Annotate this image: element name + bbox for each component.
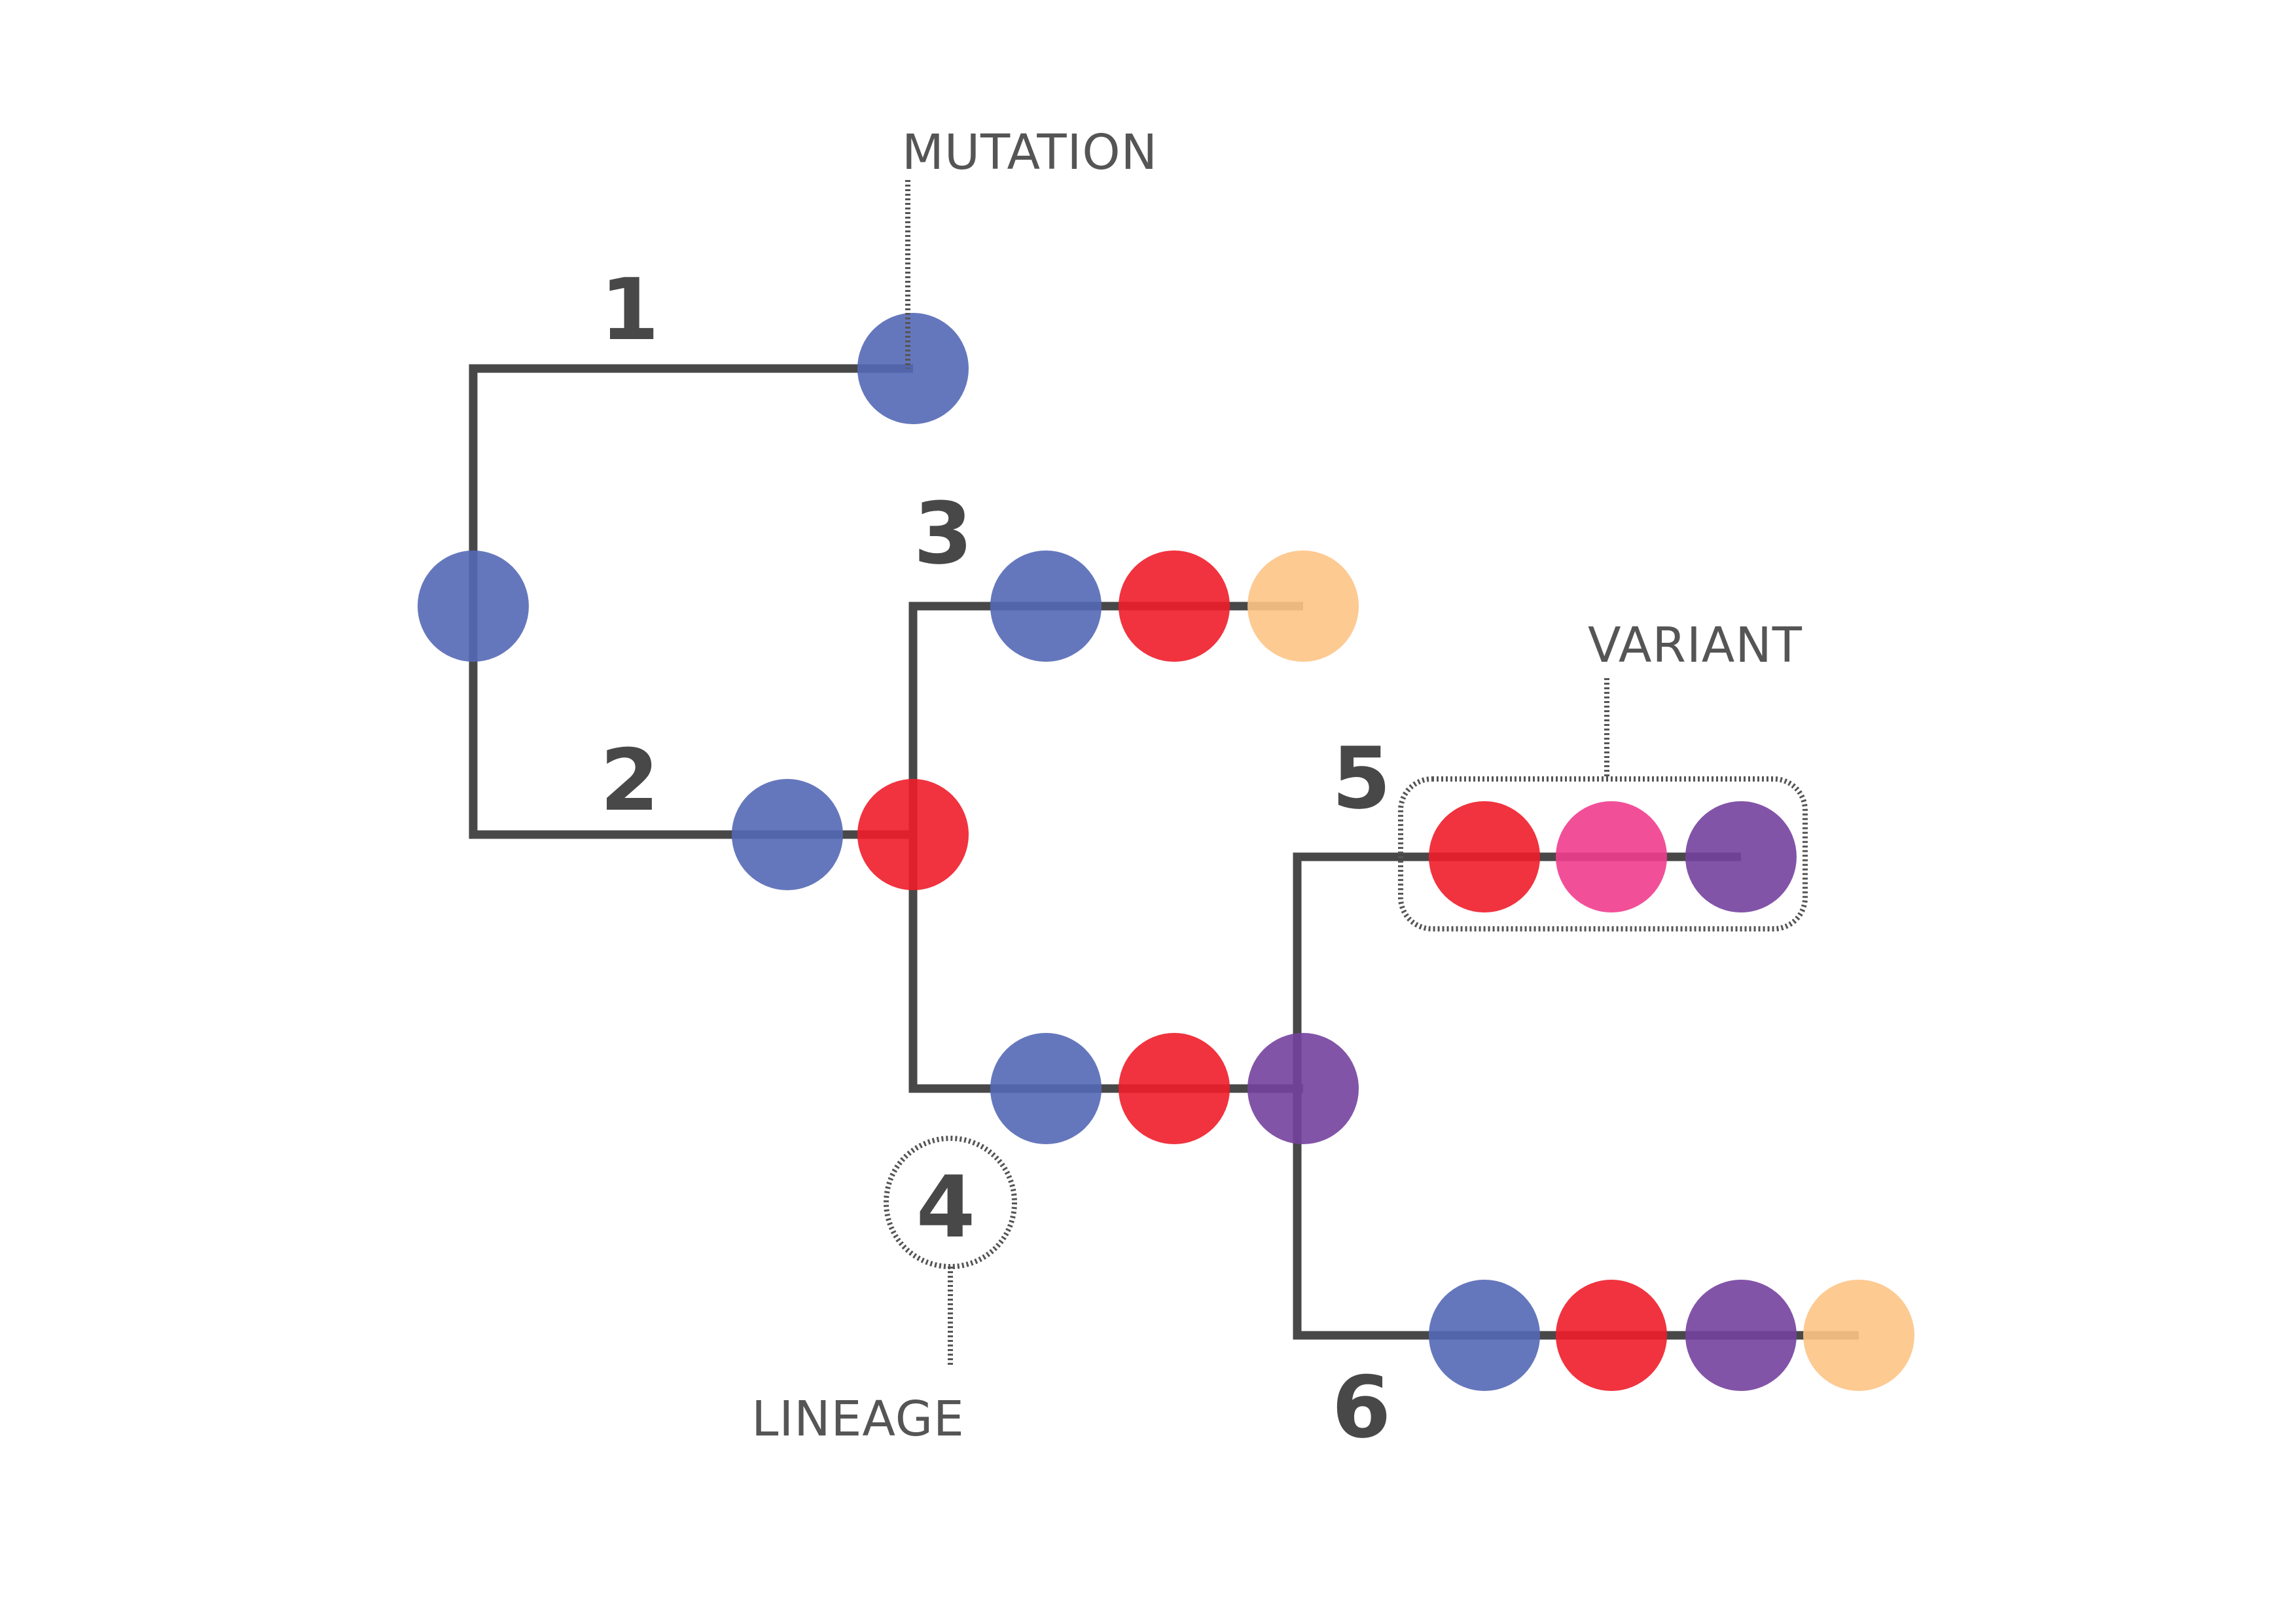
lineage-ring: [884, 1136, 1017, 1269]
node-group-branch4: [990, 1033, 1359, 1144]
node-group-branch5: [1429, 801, 1797, 912]
branch3-node-1: [990, 550, 1102, 662]
branch-number-1: 1: [600, 260, 659, 359]
branch5-node-2: [1556, 801, 1667, 912]
branch6-node-1: [1429, 1280, 1540, 1391]
branch2-node-2: [857, 779, 969, 890]
branch1-node-1: [857, 313, 969, 424]
branch3-node-3: [1247, 550, 1359, 662]
branch4-to-branch5-line: [1293, 852, 1859, 1340]
mutation-callout: MUTATION: [902, 124, 1158, 369]
lineage-callout: LINEAGE: [751, 1136, 1017, 1447]
branch4-node-1: [990, 1033, 1102, 1144]
branch-number-5: 5: [1332, 729, 1391, 828]
node-group-branch1: [857, 313, 969, 424]
branch2-to-branch3-line: [908, 602, 1303, 1093]
root-node: [418, 550, 529, 662]
node-group-branch2: [732, 779, 969, 890]
branch4-node-3: [1247, 1033, 1359, 1144]
branch-numbers: 1 2 3 4 5 6: [600, 260, 1391, 1457]
variant-label: VARIANT: [1588, 617, 1803, 674]
lineage-label: LINEAGE: [751, 1391, 965, 1447]
mutation-label: MUTATION: [902, 124, 1158, 181]
variant-frame: [1398, 776, 1808, 931]
branch3-node-2: [1119, 550, 1230, 662]
branch-number-3: 3: [914, 484, 973, 583]
root-to-branch1-line: [469, 364, 913, 839]
branch6-node-4: [1803, 1280, 1914, 1391]
branch-number-6: 6: [1332, 1358, 1391, 1457]
branch6-node-2: [1556, 1280, 1667, 1391]
node-group-branch3: [990, 550, 1359, 662]
branch-number-2: 2: [600, 731, 659, 830]
node-group-branch6: [1429, 1280, 1914, 1391]
node-group-root: [418, 550, 529, 662]
branch5-node-1: [1429, 801, 1540, 912]
branch6-node-3: [1685, 1280, 1797, 1391]
branch5-node-3: [1685, 801, 1797, 912]
branch-number-4: 4: [916, 1157, 975, 1257]
variant-callout: VARIANT: [1398, 617, 1808, 931]
branch4-node-2: [1119, 1033, 1230, 1144]
branch2-node-1: [732, 779, 843, 890]
